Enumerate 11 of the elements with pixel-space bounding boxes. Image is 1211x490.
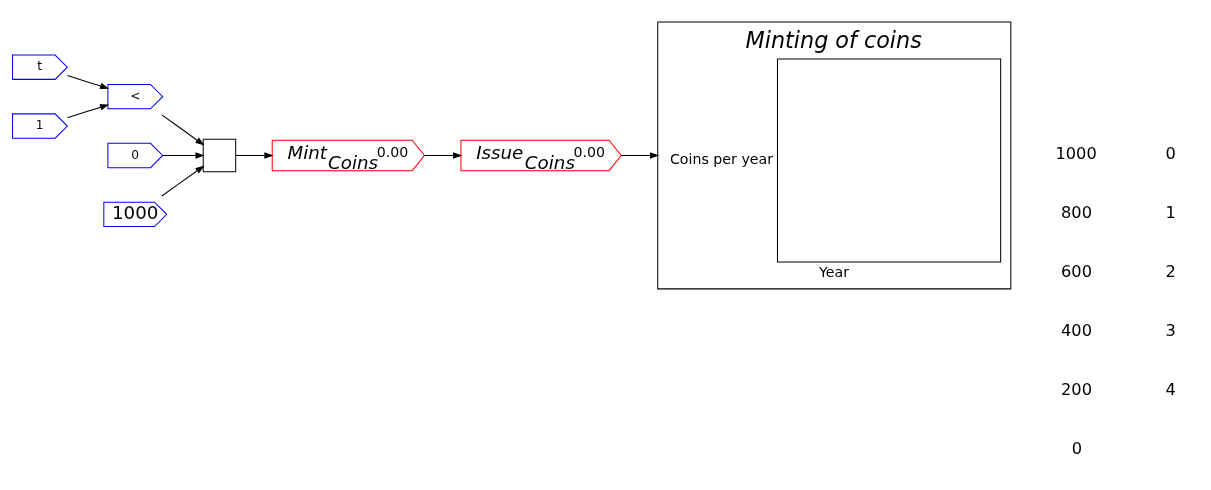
label: 2 — [1165, 262, 1176, 282]
label: 1 — [1165, 203, 1176, 223]
label: 0 — [1165, 144, 1176, 164]
label: 0 — [1071, 438, 1082, 458]
label: 200 — [1061, 379, 1092, 399]
label: 600 — [1061, 262, 1092, 282]
label: 4 — [1165, 379, 1176, 399]
label: 1000 — [1055, 144, 1097, 164]
label: 3 — [1165, 320, 1176, 340]
label: 400 — [1061, 320, 1092, 340]
label: 800 — [1061, 203, 1092, 223]
